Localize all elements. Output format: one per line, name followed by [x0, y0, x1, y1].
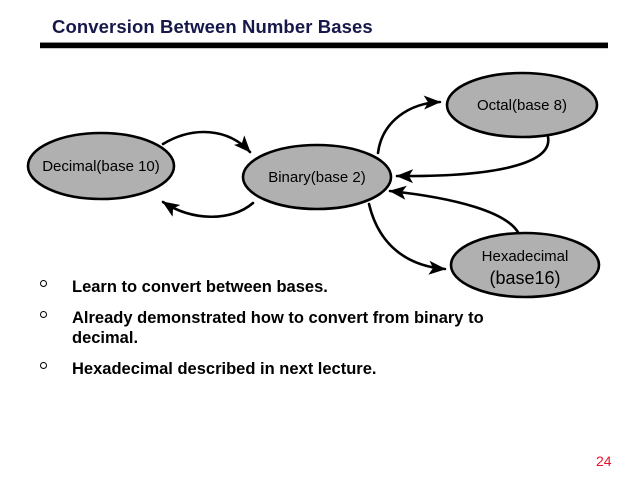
bullet-text: Already demonstrated how to convert from… — [72, 309, 484, 347]
number-base-conversion-diagram: Decimal(base 10) Binary(base 2) Octal(ba… — [0, 58, 638, 306]
node-octal-shape[interactable] — [445, 71, 599, 139]
list-item: Hexadecimal described in next lecture. — [36, 360, 496, 379]
page-number: 24 — [596, 453, 612, 469]
node-octal-label: Octal(base 8) — [477, 97, 567, 114]
bullet-circle-icon — [40, 362, 47, 370]
node-binary[interactable]: Binary(base 2) — [241, 143, 393, 211]
node-hexadecimal[interactable]: Hexadecimal (base16) — [449, 231, 601, 299]
node-binary-shape[interactable] — [241, 143, 393, 211]
node-decimal[interactable]: Decimal(base 10) — [26, 131, 176, 201]
node-hexadecimal-label-line1: Hexadecimal — [482, 248, 569, 265]
edge-group — [161, 95, 550, 275]
edge-octal-to-binary — [395, 135, 550, 184]
node-octal[interactable]: Octal(base 8) — [445, 71, 599, 139]
list-item: Already demonstrated how to convert from… — [36, 309, 496, 348]
edge-hexadecimal-to-binary — [388, 185, 521, 236]
title-divider — [40, 42, 608, 49]
edge-decimal-to-binary — [161, 130, 252, 154]
edge-binary-to-octal — [376, 95, 442, 155]
diagram-svg: Decimal(base 10) Binary(base 2) Octal(ba… — [26, 71, 601, 299]
bullet-circle-icon — [40, 280, 47, 287]
edge-binary-to-hexadecimal — [367, 202, 447, 275]
page-title: Conversion Between Number Bases — [52, 16, 373, 37]
node-binary-label: Binary(base 2) — [268, 169, 366, 186]
bullet-text: Learn to convert between bases. — [72, 278, 328, 296]
bullet-text: Hexadecimal described in next lecture. — [72, 360, 377, 379]
node-hexadecimal-shape[interactable] — [449, 231, 601, 299]
list-item: Learn to convert between bases. — [36, 278, 496, 297]
node-decimal-shape[interactable] — [26, 131, 176, 201]
bullet-circle-icon — [40, 311, 47, 319]
node-decimal-label: Decimal(base 10) — [42, 158, 160, 175]
node-hexadecimal-label-line2: (base16) — [489, 268, 560, 288]
edge-binary-to-decimal — [161, 200, 255, 219]
bullet-list: Learn to convert between bases. Already … — [36, 278, 496, 392]
